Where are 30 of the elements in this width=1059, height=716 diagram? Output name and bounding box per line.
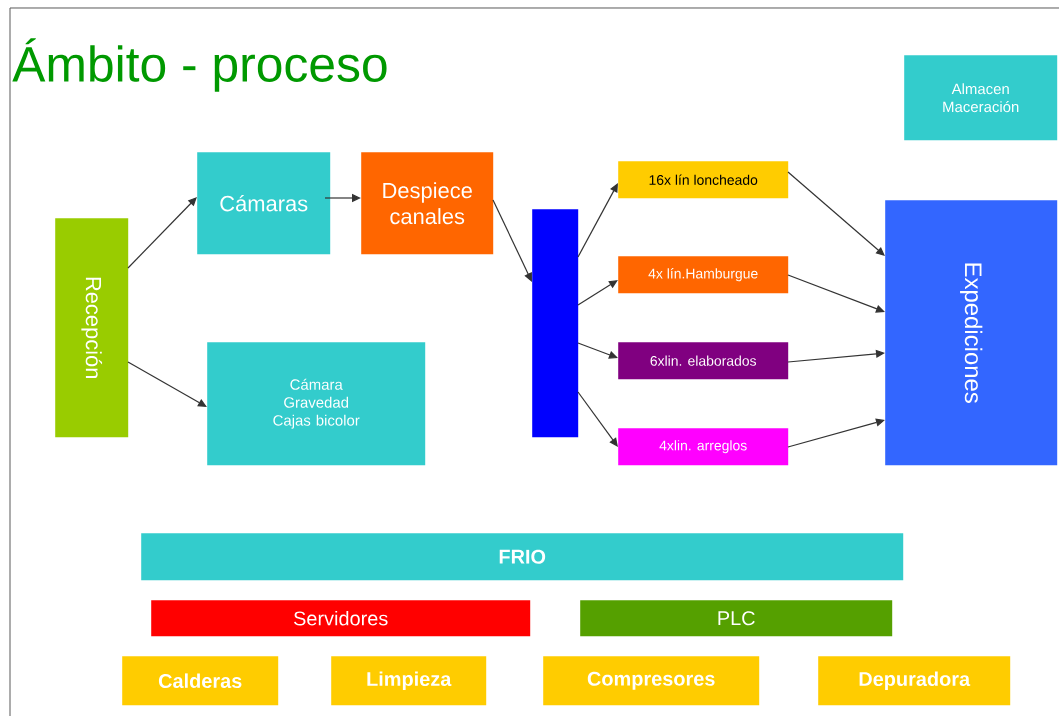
arrow [577, 342, 618, 359]
process-box: Cámaras [197, 152, 331, 255]
arrow [577, 391, 618, 447]
arrow [492, 199, 532, 282]
process-box: FRIO [141, 533, 904, 581]
process-box: 4x lín.Hamburgue [618, 256, 789, 294]
process-box: Despiece canales [361, 152, 494, 255]
arrow [577, 183, 618, 258]
title: Ámbito - proceso [12, 38, 387, 92]
process-box: Expediciones [885, 200, 1058, 466]
process-box: Compresores [543, 656, 760, 706]
process-box: Depuradora [818, 656, 1011, 706]
process-box: PLC [580, 600, 893, 637]
process-box: Servidores [151, 600, 531, 637]
process-box: Calderas [122, 656, 279, 706]
process-box: Limpieza [331, 656, 487, 706]
arrow [127, 197, 197, 269]
process-box: Recepción [55, 218, 129, 438]
process-box: 4xlin. arreglos [618, 428, 789, 466]
arrow [787, 418, 885, 448]
arrow [787, 171, 885, 256]
process-box: 6xlin. elaborados [618, 342, 789, 380]
process-box: Cámara Gravedad Cajas bicolor [207, 342, 426, 466]
arrow [577, 280, 618, 306]
process-box: Almacen Maceración [904, 55, 1058, 141]
bar-shape [532, 209, 579, 438]
arrow [787, 349, 885, 363]
arrow [127, 361, 207, 407]
arrow [787, 274, 885, 313]
process-box: 16x lín loncheado [618, 161, 789, 199]
